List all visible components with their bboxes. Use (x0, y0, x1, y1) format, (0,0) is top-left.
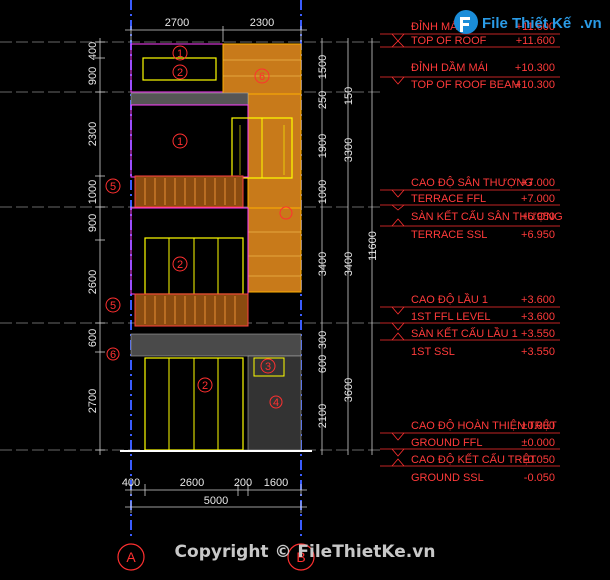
site-logo: File Thiết Kế .vn (454, 10, 602, 34)
bottom-total: 5000 (204, 495, 228, 507)
right-total: 11600 (367, 231, 379, 261)
left-dim-6: 2600 (87, 270, 99, 294)
tag-5b: 5 (110, 300, 116, 312)
tag-4: 4 (273, 397, 279, 409)
level-1st-struct: SÀN KẾT CẤU LẦU 1 (411, 327, 518, 340)
level-ground-ffl-value: ±0.000 (521, 437, 555, 449)
level-roofbeam-ssl: TOP OF ROOF BEAM (411, 79, 521, 91)
level-1st-ssl: 1ST SSL (411, 346, 455, 358)
left-dim-8: 2700 (87, 389, 99, 413)
right-dim-8: 2100 (317, 404, 329, 428)
level-roof-ssl: TOP OF ROOF (411, 35, 487, 47)
level-roofbeam-value: +10.300 (515, 62, 555, 74)
level-ground-struct: CAO ĐỘ KẾT CẤU TRỆT (411, 453, 537, 466)
left-dim-2: 900 (87, 67, 99, 85)
level-ground-ssl: GROUND SSL (411, 472, 484, 484)
level-markers (380, 33, 560, 467)
tag-5: 5 (110, 181, 116, 193)
level-ground-ffl: GROUND FFL (411, 437, 483, 449)
top-dim-2: 2300 (250, 17, 274, 29)
level-terrace-ssl-value: +6.950 (521, 229, 555, 241)
copyright-watermark: Copyright © FileThietKe.vn (175, 542, 436, 562)
grid-axis-b: B (296, 549, 305, 565)
right-outer-dim-2: 3300 (343, 138, 355, 162)
element-tags (105, 45, 293, 409)
level-terrace-struct-value: +6.950 (521, 211, 555, 223)
tag-6: 6 (259, 71, 265, 83)
tag-2b: 2 (177, 259, 183, 271)
logo-brand: File Thiết Kế (482, 15, 572, 32)
level-terrace-ffl-value: +7.000 (521, 193, 555, 205)
right-outer-dim-1: 150 (343, 87, 355, 105)
tag-3: 3 (265, 361, 271, 373)
right-dim-6: 300 (317, 331, 329, 349)
left-dimension-line (95, 38, 105, 455)
top-dimension-line (125, 26, 307, 42)
left-dim-3: 2300 (87, 122, 99, 146)
logo-icon (454, 10, 478, 34)
left-dim-5: 900 (87, 214, 99, 232)
level-ground-name: CAO ĐỘ HOÀN THIỆN TRỆT (411, 419, 557, 432)
left-dim-7: 600 (87, 329, 99, 347)
left-dimension-labels: 400 900 2300 1000 900 2600 600 2700 (87, 42, 99, 413)
bottom-dim-3: 200 (234, 477, 252, 489)
level-ground-ssl-value: -0.050 (524, 472, 555, 484)
level-labels: ĐỈNH MÁI +11.600 TOP OF ROOF +11.600 ĐỈN… (411, 20, 563, 484)
level-terrace-struct: SÀN KẾT CẤU SÂN THƯỢNG (411, 210, 563, 223)
level-roof-value: +11.600 (516, 21, 555, 33)
level-1st-ssl-value: +3.550 (521, 346, 555, 358)
element-tag-labels: 1 2 6 1 5 2 5 6 2 3 4 (110, 48, 279, 409)
level-roofbeam-ssl-value: +10.300 (515, 79, 555, 91)
level-terrace-ssl: TERRACE SSL (411, 229, 487, 241)
building-facade (120, 43, 312, 452)
right-dimension-lines (321, 38, 373, 455)
tag-2c: 2 (202, 380, 208, 392)
level-1st-name: CAO ĐỘ LẦU 1 (411, 293, 488, 306)
right-dim-2: 250 (317, 91, 329, 109)
grid-axis-a: A (126, 549, 136, 565)
bottom-dim-4: 1600 (264, 477, 288, 489)
bottom-dim-1: 400 (122, 477, 140, 489)
tag-6b: 6 (110, 349, 116, 361)
right-dim-5: 3400 (317, 252, 329, 276)
right-dim-7: 600 (317, 355, 329, 373)
right-dim-1: 1500 (317, 55, 329, 79)
level-terrace-value: +7.000 (521, 177, 555, 189)
level-1st-ffl-value: +3.600 (521, 311, 555, 323)
right-outer-dimension-labels: 150 3300 3400 3600 11600 (343, 87, 379, 402)
right-inner-dimension-labels: 1500 250 1900 1000 3400 300 600 2100 (317, 55, 329, 428)
grid-axis-bubbles (117, 543, 315, 571)
left-dim-1: 400 (87, 42, 99, 60)
right-outer-dim-3: 3400 (343, 252, 355, 276)
tag-1b: 1 (177, 136, 183, 148)
tag-1: 1 (177, 48, 183, 60)
level-roof-name: ĐỈNH MÁI (411, 20, 461, 33)
level-ground-value: ±0.000 (521, 420, 555, 432)
bottom-dim-2: 2600 (180, 477, 204, 489)
tag-2: 2 (177, 67, 183, 79)
level-1st-ffl: 1ST FFL LEVEL (411, 311, 490, 323)
left-dim-4: 1000 (87, 180, 99, 204)
level-roofbeam-name: ĐỈNH DẦM MÁI (411, 61, 488, 74)
level-terrace-ffl: TERRACE FFL (411, 193, 486, 205)
level-terrace-name: CAO ĐỘ SÂN THƯỢNG (411, 176, 533, 189)
level-roof-ssl-value: +11.600 (516, 35, 555, 47)
top-dim-1: 2700 (165, 17, 189, 29)
right-outer-dim-4: 3600 (343, 378, 355, 402)
level-1st-value: +3.600 (521, 294, 555, 306)
bottom-dimension-lines (125, 484, 307, 513)
logo-domain: .vn (580, 15, 602, 32)
level-1st-struct-value: +3.550 (521, 328, 555, 340)
right-dim-3: 1900 (317, 134, 329, 158)
level-ground-struct-value: -0.050 (524, 454, 555, 466)
right-dim-4: 1000 (317, 180, 329, 204)
